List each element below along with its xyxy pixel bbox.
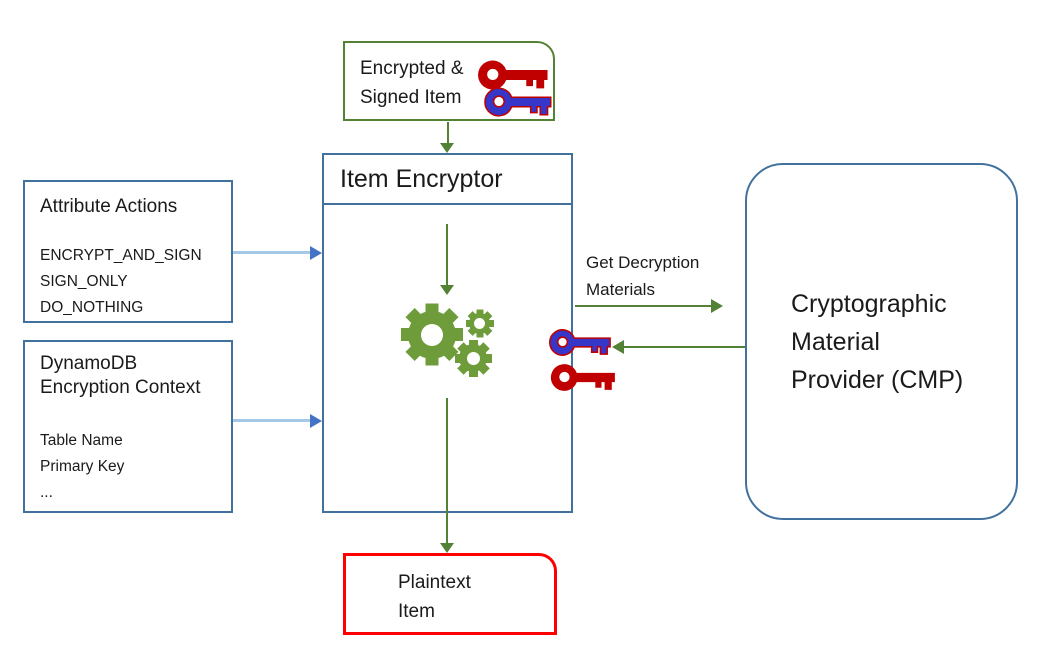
arrow-line-enc-to-encryptor — [447, 122, 449, 144]
arrowhead-internal-top — [440, 285, 454, 295]
cmp-label-line3: Provider (CMP) — [791, 365, 964, 394]
blue-key-icon — [484, 87, 552, 117]
gear-hole — [474, 318, 485, 329]
get-decryption-materials-label: Get Decryption Materials — [586, 249, 736, 303]
attribute-action-item: DO_NOTHING — [40, 299, 144, 316]
arrow-line-get-materials — [575, 305, 711, 307]
arrowhead-encryption-context — [310, 414, 322, 428]
plaintext-item-box: Plaintext Item — [343, 553, 557, 635]
arrowhead-encryptor-to-plaintext — [440, 543, 454, 553]
attribute-action-item: SIGN_ONLY — [40, 273, 128, 290]
encryption-context-box: DynamoDB Encryption Context Table Name P… — [23, 340, 233, 513]
arrow-line-attribute-actions — [233, 251, 311, 254]
item-encryptor-title: Item Encryptor — [324, 155, 571, 205]
gear-hole — [467, 352, 480, 365]
get-decryption-materials-line1: Get Decryption — [586, 253, 700, 272]
gear-hole — [421, 324, 443, 346]
encrypted-signed-item-label-line2: Signed Item — [360, 87, 462, 108]
cmp-box: Cryptographic Material Provider (CMP) — [745, 163, 1018, 520]
encrypted-signed-item-box: Encrypted & Signed Item — [343, 41, 555, 121]
attribute-actions-title: Attribute Actions — [40, 196, 178, 217]
encryption-context-item: Primary Key — [40, 458, 125, 475]
arrow-line-return-materials — [624, 346, 745, 348]
encryption-context-list: Table Name Primary Key ... — [40, 428, 231, 506]
attribute-action-item: ENCRYPT_AND_SIGN — [40, 247, 202, 264]
arrowhead-attribute-actions — [310, 246, 322, 260]
attribute-actions-box: Attribute Actions ENCRYPT_AND_SIGN SIGN_… — [23, 180, 233, 323]
encryption-context-item: Table Name — [40, 432, 123, 449]
blue-key-icon — [549, 329, 611, 356]
encryption-context-item: ... — [40, 484, 53, 501]
cmp-label-line2: Material — [791, 327, 880, 356]
arrowhead-enc-to-encryptor — [440, 143, 454, 153]
plaintext-item-label-line2: Item — [398, 601, 435, 622]
gear-small-icon — [455, 340, 492, 377]
encryption-context-title-line1: DynamoDB — [40, 353, 138, 374]
arrowhead-return-materials — [612, 340, 624, 354]
cmp-label-line1: Cryptographic — [791, 289, 947, 318]
plaintext-item-label-line1: Plaintext — [398, 572, 471, 593]
attribute-actions-list: ENCRYPT_AND_SIGN SIGN_ONLY DO_NOTHING — [40, 243, 231, 321]
red-key-icon — [478, 60, 548, 90]
arrow-line-encryption-context — [233, 419, 311, 422]
gear-large-icon — [401, 303, 463, 366]
arrow-line-internal-top — [446, 224, 448, 285]
red-key-icon — [550, 364, 615, 391]
encryption-context-title-line2: Encryption Context — [40, 377, 201, 398]
gear-tiny-icon — [466, 309, 494, 338]
arrow-line-encryptor-to-plaintext — [446, 398, 448, 543]
arrowhead-get-materials — [711, 299, 723, 313]
get-decryption-materials-line2: Materials — [586, 280, 655, 299]
encrypted-signed-item-label-line1: Encrypted & — [360, 58, 464, 79]
item-encryptor-box: Item Encryptor — [322, 153, 573, 513]
